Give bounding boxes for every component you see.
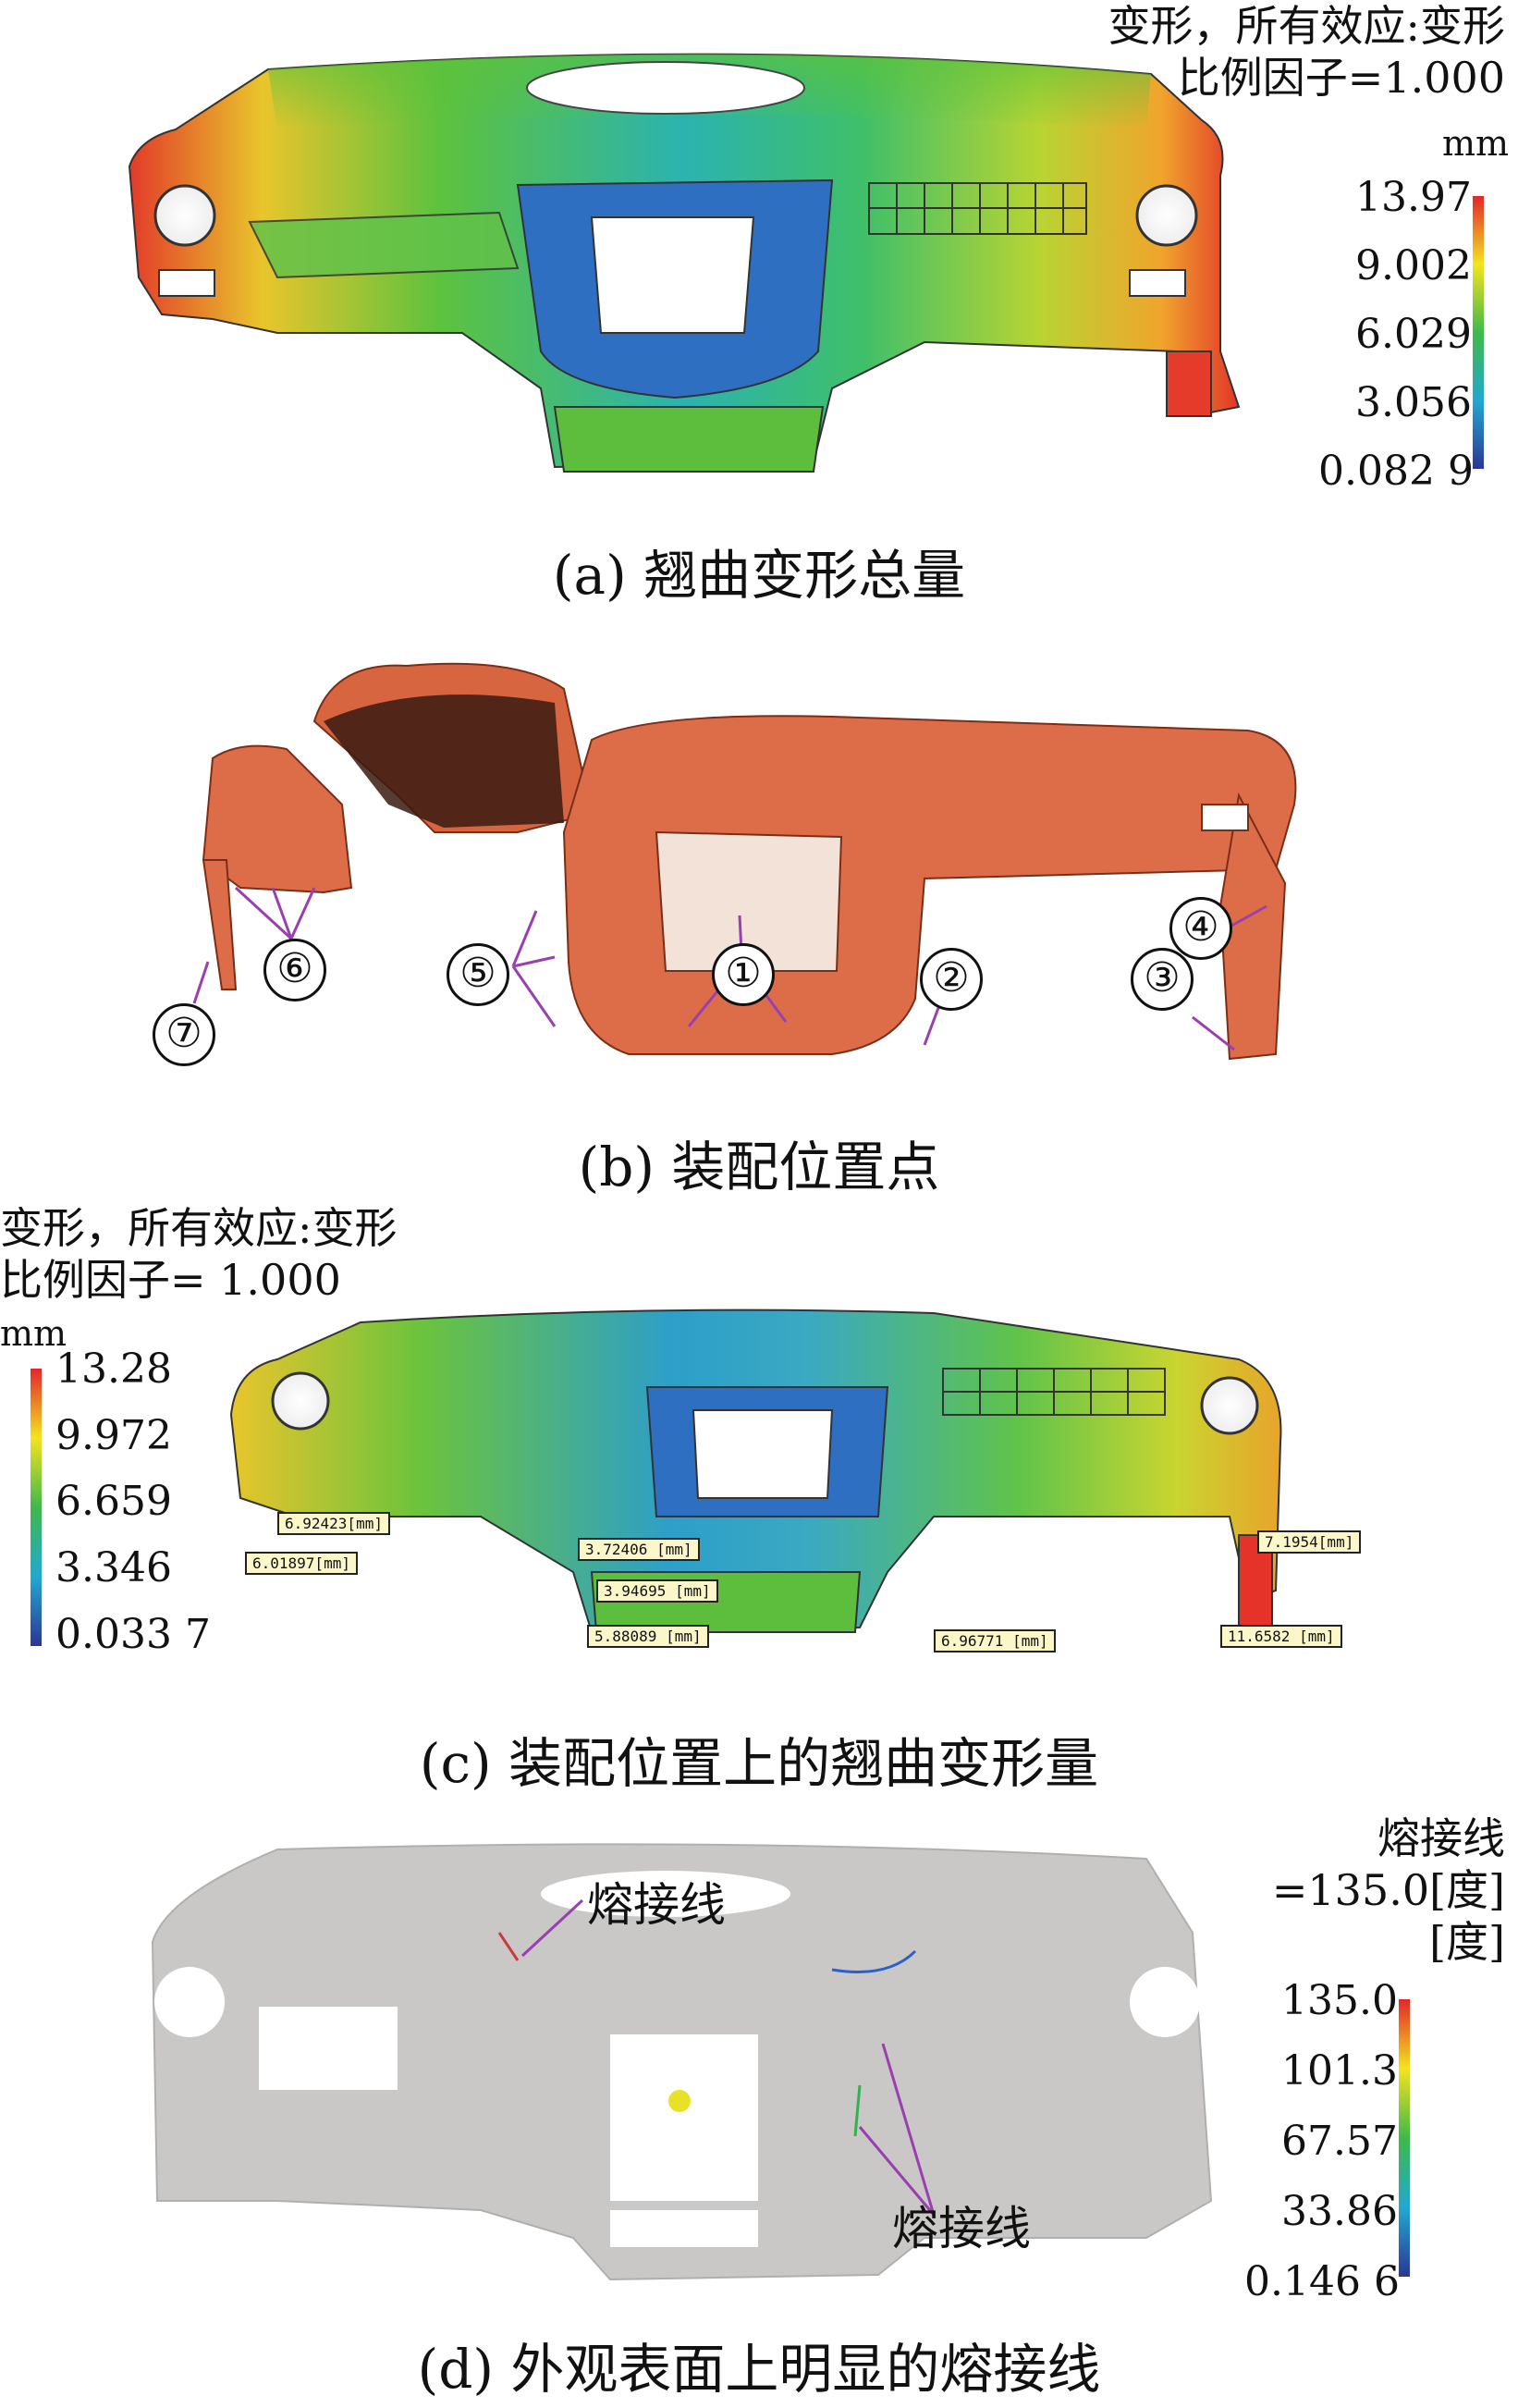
panel-c-dashboard: [229, 1308, 1282, 1634]
panel-c-tick-2: 6.659: [55, 1478, 172, 1525]
panel-a-info-line1: 变形，所有效应:变形: [1108, 1, 1506, 51]
panel-d-tick-1: 101.3: [1281, 2047, 1398, 2095]
panel-b-marker-2: ②: [920, 948, 983, 1011]
panel-c-label-2: 6.01897[mm]: [245, 1552, 358, 1575]
panel-c-tick-3: 3.346: [55, 1544, 172, 1591]
panel-d-dashboard: [151, 1843, 1213, 2281]
panel-b-marker-7: ⑦: [153, 1003, 215, 1066]
panel-c-info-line1: 变形，所有效应:变形: [0, 1203, 398, 1253]
panel-d-tick-3: 33.86: [1281, 2188, 1398, 2235]
panel-c-info: 变形，所有效应:变形 比例因子= 1.000: [0, 1202, 398, 1306]
panel-a-caption: (a) 翘曲变形总量: [552, 544, 966, 607]
panel-d-tick-4: 0.146 6: [1244, 2258, 1400, 2305]
panel-a-info: 变形，所有效应:变形 比例因子=1.000: [1108, 0, 1506, 104]
panel-d-tick-0: 135.0: [1281, 1977, 1398, 2024]
panel-d-leaders: [520, 1898, 936, 2216]
panel-c-label-6: 6.96771 [mm]: [934, 1629, 1056, 1652]
panel-d-weld-label-top: 熔接线: [587, 1878, 726, 1932]
panel-c-colorbar: [31, 1369, 42, 1646]
panel-a-tick-1: 9.002: [1355, 242, 1472, 289]
panel-d-legend-title1: 熔接线: [1377, 1813, 1505, 1863]
panel-c-label-5: 5.88089 [mm]: [587, 1625, 709, 1648]
panel-c-info-line2: 比例因子= 1.000: [0, 1255, 341, 1305]
panel-d-tick-2: 67.57: [1281, 2118, 1398, 2165]
panel-c-label-1: 6.92423[mm]: [277, 1512, 390, 1535]
panel-b-marker-3: ③: [1131, 948, 1194, 1011]
panel-c-label-8: 11.6582 [mm]: [1220, 1625, 1342, 1648]
panel-a-tick-4: 0.082 9: [1318, 448, 1474, 495]
panel-c-label-3: 3.72406 [mm]: [578, 1538, 700, 1561]
panel-b-marker-4: ④: [1169, 897, 1232, 960]
panel-c-tick-4: 0.033 7: [55, 1611, 211, 1658]
panel-d-legend-unit: [度]: [1429, 1917, 1505, 1967]
panel-c-tick-1: 9.972: [55, 1412, 172, 1459]
panel-d-colorbar: [1399, 1999, 1410, 2277]
panel-a-tick-0: 13.97: [1355, 174, 1472, 221]
panel-b-caption: (b) 装配位置点: [578, 1136, 940, 1198]
panel-a-info-line2: 比例因子=1.000: [1177, 53, 1505, 103]
panel-a-tick-2: 6.029: [1355, 311, 1472, 358]
panel-a-tick-3: 3.056: [1355, 379, 1472, 426]
panel-d-weld-label-bottom: 熔接线: [892, 2202, 1031, 2255]
panel-c-tick-0: 13.28: [55, 1345, 172, 1393]
panel-a-dashboard: [128, 53, 1241, 473]
panel-c-label-4: 3.94695 [mm]: [596, 1579, 718, 1603]
panel-b-marker-5: ⑤: [447, 943, 509, 1006]
panel-b-marker-1: ①: [712, 943, 775, 1006]
panel-d-caption: (d) 外观表面上明显的熔接线: [417, 2338, 1101, 2401]
panel-c-unit: mm: [0, 1313, 67, 1354]
panel-a-colorbar: [1473, 196, 1484, 469]
panel-d-legend-title: 熔接线 =135.0[度] [度]: [1272, 1812, 1505, 1968]
panel-b-marker-6: ⑥: [263, 939, 326, 1001]
panel-a-unit: mm: [1442, 123, 1510, 164]
panel-c-label-7: 7.1954[mm]: [1257, 1530, 1362, 1554]
panel-c-caption: (c) 装配位置上的翘曲变形量: [419, 1732, 1099, 1795]
panel-d-legend-title2: =135.0[度]: [1271, 1865, 1505, 1915]
